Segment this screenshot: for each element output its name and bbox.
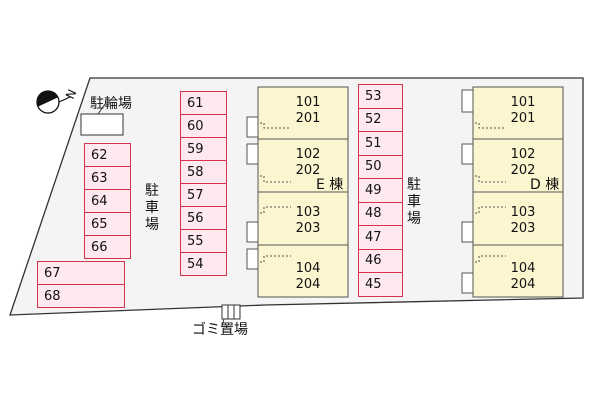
parking-slot-65: 65 (84, 212, 131, 236)
parking-slot-68: 68 (37, 284, 125, 308)
bicycle-parking-area (80, 113, 124, 136)
unit-number-upper: 102 (295, 147, 321, 162)
building-e (246, 86, 349, 298)
building-d (461, 86, 564, 298)
parking-slot-46: 46 (358, 248, 403, 273)
unit-number-lower: 202 (510, 163, 536, 178)
parking-slot-57: 57 (180, 183, 227, 207)
parking-slot-66: 66 (84, 235, 131, 259)
unit-number-upper: 101 (510, 95, 536, 110)
building-e-label: E 棟 (316, 177, 344, 193)
building-d-label: D 棟 (530, 177, 560, 193)
bicycle-parking-label: 駐輪場 (90, 96, 132, 112)
unit-number-lower: 201 (295, 111, 321, 126)
parking-slot-62: 62 (84, 143, 131, 167)
unit-number-lower: 203 (510, 221, 536, 236)
unit-number-lower: 201 (510, 111, 536, 126)
garbage-area (221, 304, 241, 320)
parking-slot-52: 52 (358, 107, 403, 132)
parking-slot-64: 64 (84, 189, 131, 213)
garbage-label: ゴミ置場 (192, 322, 248, 338)
unit-number-upper: 103 (295, 205, 321, 220)
parking-slot-45: 45 (358, 272, 403, 297)
parking-slot-67: 67 (37, 261, 125, 285)
parking-slot-47: 47 (358, 225, 403, 250)
parking-slot-59: 59 (180, 137, 227, 161)
parking-slot-61: 61 (180, 91, 227, 115)
parking-slot-48: 48 (358, 201, 403, 226)
parking-slot-56: 56 (180, 206, 227, 230)
unit-number-lower: 202 (295, 163, 321, 178)
parking-slot-49: 49 (358, 178, 403, 203)
unit-number-upper: 104 (295, 261, 321, 276)
unit-number-lower: 204 (295, 277, 321, 292)
parking-label-right: 駐車場 (407, 177, 421, 227)
parking-label-left: 駐車場 (145, 183, 159, 233)
parking-slot-53: 53 (358, 84, 403, 109)
parking-slot-58: 58 (180, 160, 227, 184)
parking-slot-51: 51 (358, 131, 403, 156)
parking-slot-55: 55 (180, 229, 227, 253)
parking-slot-60: 60 (180, 114, 227, 138)
parking-slot-54: 54 (180, 252, 227, 276)
unit-number-lower: 203 (295, 221, 321, 236)
unit-number-upper: 102 (510, 147, 536, 162)
parking-slot-63: 63 (84, 166, 131, 190)
unit-number-upper: 104 (510, 261, 536, 276)
parking-slot-50: 50 (358, 154, 403, 179)
unit-number-upper: 103 (510, 205, 536, 220)
unit-number-lower: 204 (510, 277, 536, 292)
north-arrow-icon (36, 90, 71, 114)
unit-number-upper: 101 (295, 95, 321, 110)
